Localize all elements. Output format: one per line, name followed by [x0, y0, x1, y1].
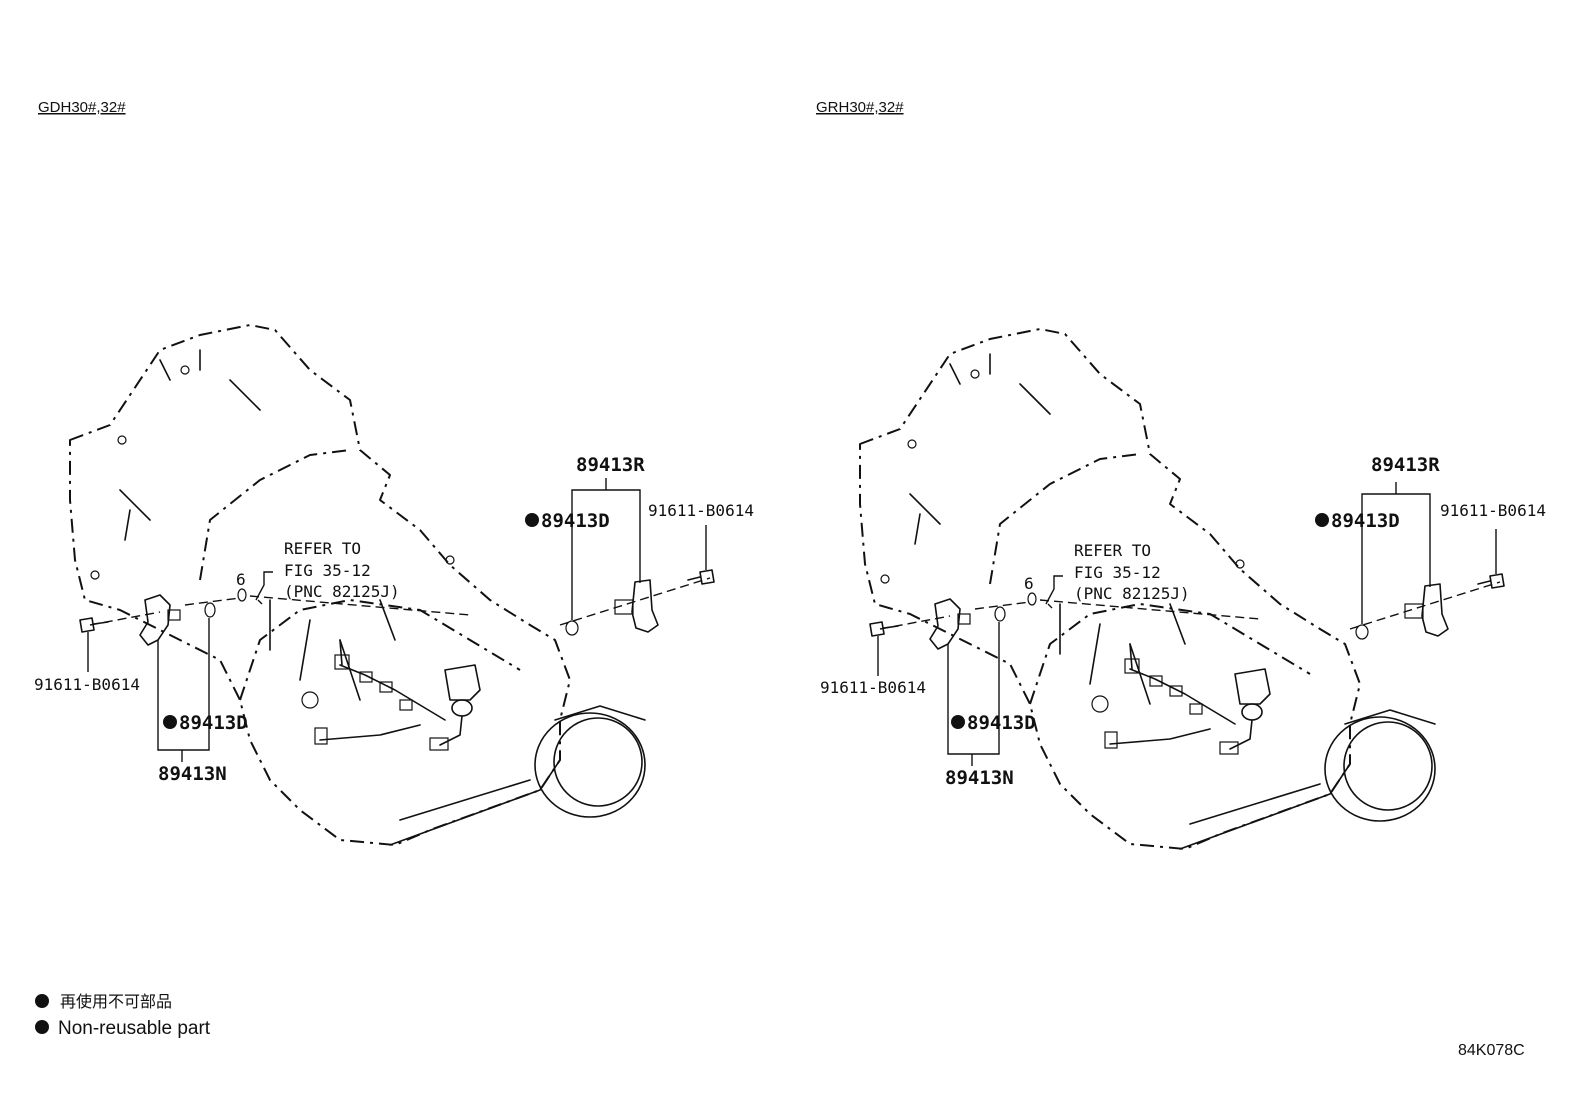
left-nonreusable-dot-left	[163, 715, 177, 729]
left-refer-line2: FIG 35-12	[284, 561, 371, 580]
legend-english: Non-reusable part	[58, 1018, 211, 1039]
right-model-label: GRH30#,32#	[816, 99, 904, 116]
right-part-89413d-right: 89413D	[1331, 510, 1400, 532]
left-part-89413d-left: 89413D	[179, 712, 248, 734]
left-part-89413d-right: 89413D	[541, 510, 610, 532]
right-assembly: GRH30#,32# 89413R 89413D 91611-B0614 REF…	[816, 99, 1546, 850]
left-part-89413r: 89413R	[576, 454, 645, 476]
legend-japanese: 再使用不可部品	[60, 992, 172, 1011]
right-refer-line1: REFER TO	[1074, 541, 1151, 560]
right-bolt-left: 91611-B0614	[820, 678, 926, 697]
right-refer-line3: (PNC 82125J)	[1074, 584, 1190, 603]
left-refer-line3: (PNC 82125J)	[284, 582, 400, 601]
figure-code: 84K078C	[1458, 1042, 1525, 1059]
right-part-89413d-left: 89413D	[967, 712, 1036, 734]
left-bolt-right: 91611-B0614	[648, 501, 754, 520]
left-part-89413n: 89413N	[158, 763, 227, 785]
right-refer-line2: FIG 35-12	[1074, 563, 1161, 582]
right-nonreusable-dot-left	[951, 715, 965, 729]
right-part-89413n: 89413N	[945, 767, 1014, 789]
left-refer-line1: REFER TO	[284, 539, 361, 558]
right-bolt-right: 91611-B0614	[1440, 501, 1546, 520]
right-nonreusable-dot-right	[1315, 513, 1329, 527]
left-model-label: GDH30#,32#	[38, 99, 126, 116]
left-bolt-left: 91611-B0614	[34, 675, 140, 694]
left-nonreusable-dot-right	[525, 513, 539, 527]
left-six-label: 6	[236, 570, 246, 589]
right-six-label: 6	[1024, 574, 1034, 593]
legend-dot-en	[35, 1020, 49, 1034]
legend: 再使用不可部品 Non-reusable part	[35, 992, 211, 1039]
right-part-89413r: 89413R	[1371, 454, 1440, 476]
left-assembly: GDH30#,32# 89413R 89413D 91611-B0614 REF…	[34, 99, 754, 846]
legend-dot-ja	[35, 994, 49, 1008]
